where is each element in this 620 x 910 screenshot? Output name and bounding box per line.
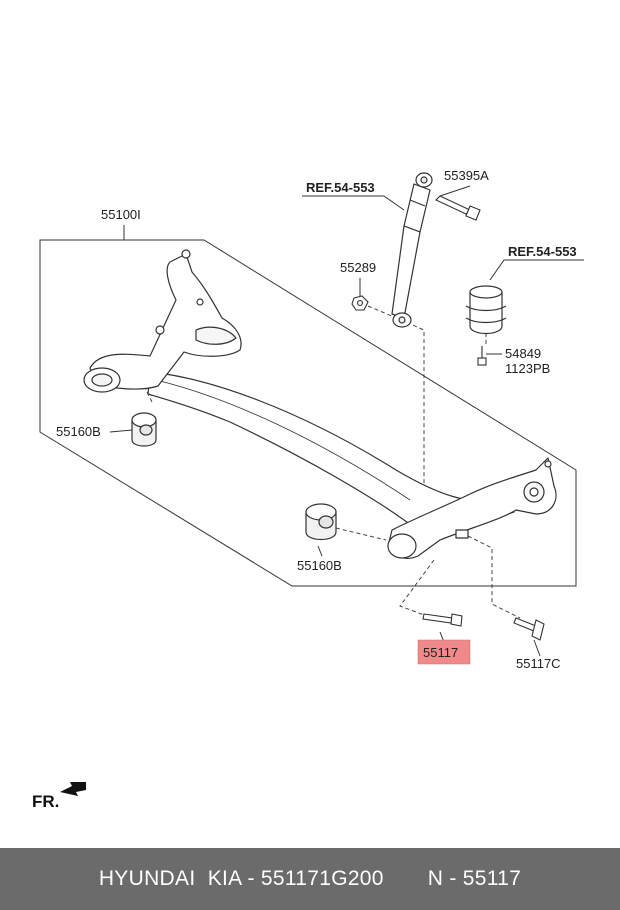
direction-label: FR. [32, 792, 59, 811]
bushing-left [131, 412, 157, 447]
bump-bolt [477, 346, 487, 366]
label-axle: 55100I [101, 207, 141, 222]
nut [351, 295, 369, 311]
label-shock-ref: REF.54-553 [306, 180, 375, 195]
assembly-outline [39, 239, 577, 587]
label-bolt-top: 55395A [444, 168, 489, 183]
label-bump-ref: REF.54-553 [508, 244, 577, 259]
part-number: HYUNDAI KIA - 551171G200 [98, 867, 384, 890]
short-number: N - 55117 [427, 867, 522, 890]
leader-lines [109, 185, 584, 657]
label-bushing-right: 55160B [297, 558, 342, 573]
bolt-55117 [422, 613, 463, 627]
label-bolt-highlighted: 55117 [423, 645, 458, 660]
bolt-55117c [513, 617, 545, 641]
bushing-right [305, 503, 337, 541]
label-bump-bolt-a: 54849 [505, 346, 541, 361]
parts-diagram: 55100I REF.54-553 55395A 55289 REF.54-55… [32, 168, 584, 811]
highlight-box [417, 639, 471, 665]
direction-arrow-icon [60, 782, 86, 796]
label-nut: 55289 [340, 260, 376, 275]
bump-stopper [465, 285, 507, 335]
part-number-footer: HYUNDAI KIA - 551171G200 N - 55117 [0, 848, 620, 910]
shock-absorber [391, 172, 433, 328]
label-bushing-left: 55160B [56, 424, 101, 439]
label-bump-bolt-b: 1123PB [505, 361, 550, 376]
label-bolt-c: 55117C [516, 656, 561, 671]
torsion-beam-axle [83, 249, 557, 559]
bolt-top [435, 195, 481, 221]
